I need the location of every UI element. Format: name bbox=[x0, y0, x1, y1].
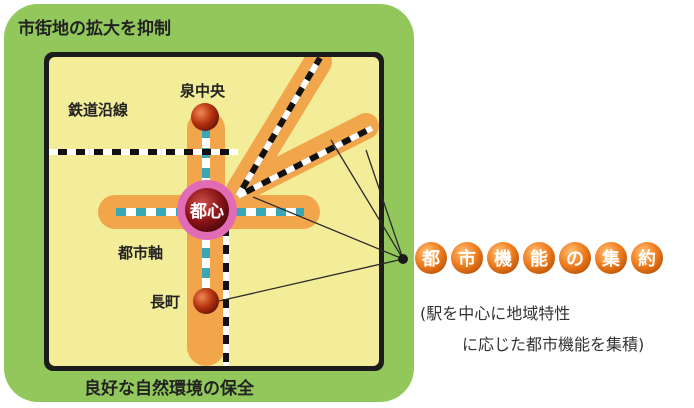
callout-char: 市 bbox=[458, 248, 476, 270]
callout-char-badge bbox=[559, 242, 591, 274]
leader-east-line bbox=[365, 149, 404, 260]
toshin-core bbox=[185, 188, 229, 232]
callout-char-badge bbox=[523, 242, 555, 274]
callout-char: 都 bbox=[421, 249, 440, 270]
railway-north-dash bbox=[235, 57, 323, 198]
railway-east-dash bbox=[236, 125, 374, 199]
izumi-chuo-station bbox=[191, 103, 219, 131]
callout-char-badge bbox=[595, 242, 627, 274]
toshi-jiku-label: 都市軸 bbox=[117, 244, 163, 262]
rail-corridor-east bbox=[227, 113, 379, 203]
callout-char-badge bbox=[487, 242, 519, 274]
toshin-label: 都心 bbox=[189, 201, 224, 222]
leader-origin-dot bbox=[398, 254, 408, 264]
leader-north-line bbox=[330, 139, 404, 260]
leader-toshin bbox=[252, 196, 404, 260]
izumi-chuo-label: 泉中央 bbox=[179, 82, 226, 100]
callout-char-badge bbox=[451, 242, 483, 274]
callout-note-line2: に応じた都市機能を集積) bbox=[462, 335, 645, 354]
callout-char: 約 bbox=[638, 248, 656, 270]
title-bottom: 良好な自然環境の保全 bbox=[84, 378, 255, 399]
railway-label: 鉄道沿線 bbox=[68, 101, 128, 119]
callout-char: 集 bbox=[601, 248, 621, 270]
callout-char: 機 bbox=[494, 248, 512, 270]
callout-title: 都 市 機 能 の 集 約 bbox=[415, 242, 663, 274]
callout-char-badge bbox=[415, 242, 447, 274]
leader-nagamachi bbox=[218, 258, 404, 302]
callout-char: 能 bbox=[530, 248, 548, 270]
callout-note-line1: (駅を中心に地域特性 bbox=[420, 304, 571, 323]
title-top: 市街地の拡大を抑制 bbox=[18, 18, 171, 39]
nagamachi-label: 長町 bbox=[150, 293, 180, 311]
leader-lines bbox=[218, 139, 404, 302]
callout-char: の bbox=[566, 249, 584, 270]
nagamachi-station bbox=[193, 288, 219, 314]
callout-char-badge bbox=[631, 242, 663, 274]
